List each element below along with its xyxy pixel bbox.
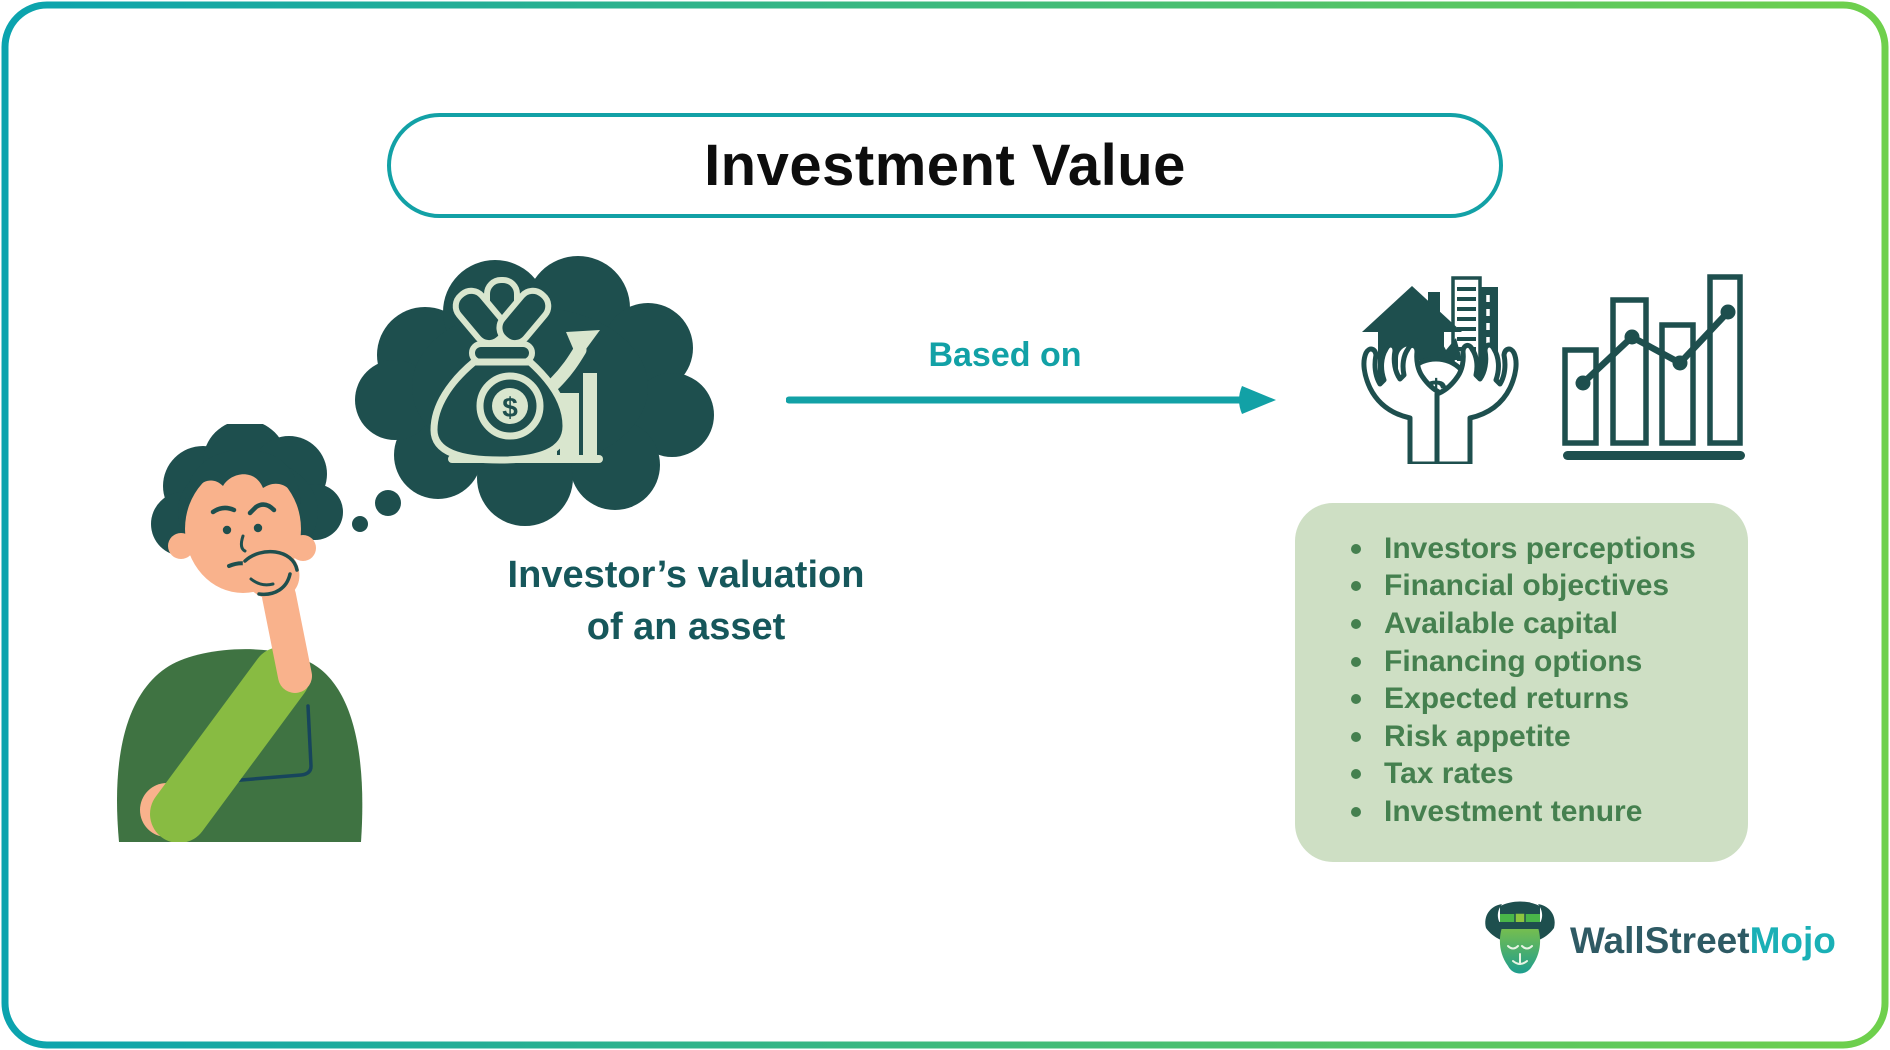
factors-box: Investors perceptions Financial objectiv…: [1295, 503, 1748, 862]
page-title: Investment Value: [704, 133, 1186, 198]
arrow-label: Based on: [928, 336, 1082, 374]
factors-list: Investors perceptions Financial objectiv…: [1351, 530, 1728, 831]
chart-bars: [1562, 274, 1743, 446]
bullet-dot: [1351, 618, 1361, 629]
factor-item: Expected returns: [1351, 680, 1728, 718]
right-arrow-icon: [786, 386, 1276, 414]
cupped-hands: [1361, 345, 1516, 464]
bullet-dot: [1351, 543, 1361, 554]
caption-line-1: Investor’s valuation: [507, 554, 865, 596]
thought-bubble-icon: $: [324, 256, 714, 534]
trend-line: [1579, 308, 1732, 387]
factor-label: Available capital: [1384, 606, 1618, 640]
dollar-symbol: $: [502, 392, 518, 423]
factor-label: Risk appetite: [1384, 719, 1571, 753]
bullet-dot: [1351, 806, 1361, 817]
bullet-dot: [1351, 731, 1361, 742]
bullet-dot: [1351, 581, 1361, 592]
factor-item: Investors perceptions: [1351, 530, 1728, 568]
mini-bar-4: [583, 373, 597, 459]
bubble-caption: Investor’s valuation of an asset: [450, 549, 922, 653]
bullet-dot: [1351, 694, 1361, 705]
sleeve-arm: [150, 647, 310, 842]
hands-holding-assets-icon: $: [1361, 276, 1540, 464]
factor-label: Expected returns: [1384, 682, 1630, 716]
factor-label: Tax rates: [1384, 757, 1514, 791]
logo-text-accent: Mojo: [1749, 920, 1836, 961]
factor-item: Financing options: [1351, 643, 1728, 681]
logo-text: WallStreetMojo: [1570, 920, 1836, 962]
right-eyebrow: [247, 502, 277, 516]
factor-item: Tax rates: [1351, 756, 1728, 794]
bullet-dot: [1351, 769, 1361, 780]
bullet-dot: [1351, 656, 1361, 667]
chart-baseline: [1563, 451, 1745, 460]
factor-label: Financial objectives: [1384, 569, 1670, 603]
thought-dot-medium: [352, 516, 368, 532]
factor-label: Investors perceptions: [1384, 531, 1696, 565]
factor-item: Available capital: [1351, 605, 1728, 643]
title-box: Investment Value: [387, 113, 1503, 218]
hair-fringe: [185, 450, 301, 506]
factor-item: Financial objectives: [1351, 568, 1728, 606]
caption-line-2: of an asset: [586, 606, 786, 648]
factor-label: Financing options: [1384, 644, 1643, 678]
logo-text-primary: WallStreet: [1570, 920, 1750, 961]
growth-arrow-head: [566, 330, 600, 360]
left-eyebrow: [210, 505, 237, 515]
thinking-person-illustration: [117, 424, 363, 842]
nose: [239, 534, 247, 553]
bar-chart-trend-icon: [1562, 274, 1745, 460]
right-eye: [253, 523, 263, 533]
collar-seam-line: [215, 704, 313, 784]
dollar-coin-icon: $: [476, 372, 544, 440]
forearm: [262, 579, 312, 693]
left-eye: [222, 525, 232, 535]
factor-label: Investment tenure: [1384, 794, 1643, 828]
brand-logo: WallStreetMojo: [1482, 898, 1836, 984]
factor-item: Risk appetite: [1351, 718, 1728, 756]
trend-points: [1575, 304, 1736, 391]
thought-dot-large: [375, 490, 401, 516]
hand-on-chin: [242, 548, 300, 600]
bull-mascot-icon: [1485, 901, 1555, 974]
money-growth-icon: $: [430, 277, 603, 464]
factor-item: Investment tenure: [1351, 793, 1728, 831]
